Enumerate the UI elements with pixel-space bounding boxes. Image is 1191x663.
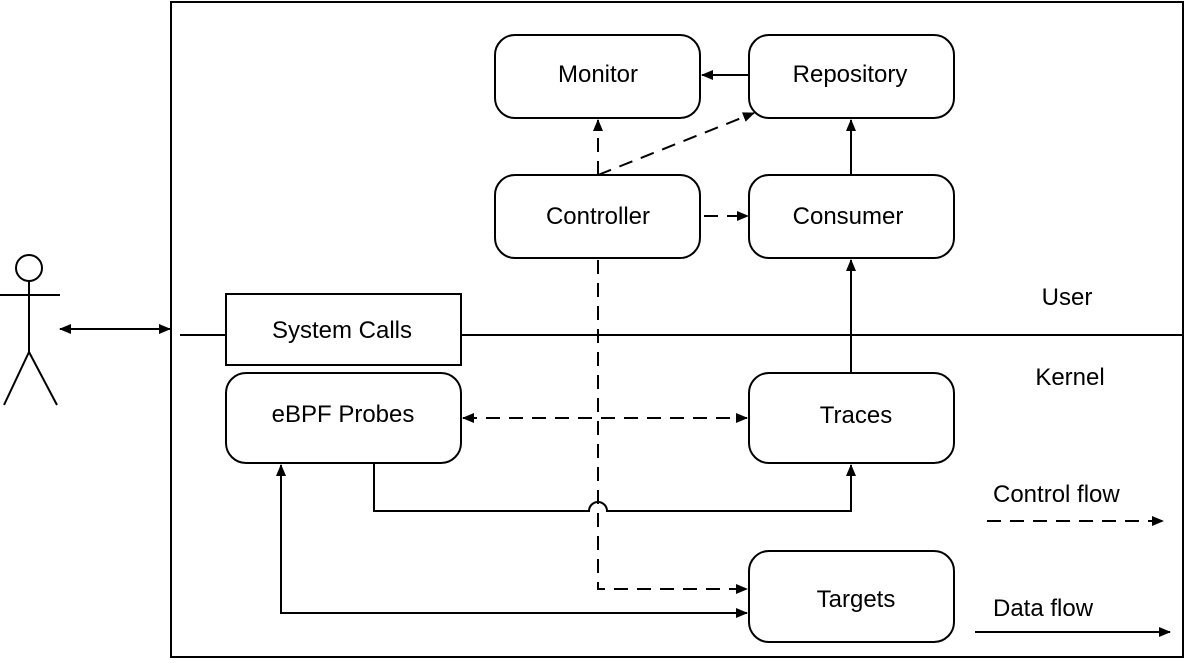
system-calls-label: System Calls: [272, 317, 412, 344]
controller-label: Controller: [546, 203, 650, 230]
targets-node: Targets: [748, 550, 955, 643]
repository-label: Repository: [793, 61, 908, 88]
traces-node: Traces: [748, 372, 955, 464]
ebpf-to-traces-data-arrow: [373, 463, 856, 512]
monitor-node: Monitor: [494, 34, 701, 119]
ebpf-probes-node: eBPF Probes: [225, 372, 462, 464]
ebpf-targets-data-arrow: [276, 464, 748, 618]
controller-to-targets-arrow: [597, 260, 748, 594]
targets-label: Targets: [817, 586, 896, 613]
monitor-label: Monitor: [558, 61, 638, 88]
ebpf-probes-label: eBPF Probes: [272, 401, 415, 428]
controller-to-repository-arrow: [597, 112, 755, 176]
controller-node: Controller: [494, 174, 701, 259]
repository-node: Repository: [748, 34, 955, 119]
kernel-region-label: Kernel: [1035, 364, 1104, 391]
system-calls-node: System Calls: [225, 293, 462, 366]
consumer-label: Consumer: [793, 203, 904, 230]
legend-control-flow-label: Control flow: [993, 481, 1120, 508]
legend: Control flow Data flow: [975, 481, 1171, 637]
consumer-node: Consumer: [748, 174, 955, 259]
traces-label: Traces: [820, 402, 892, 429]
legend-data-flow-label: Data flow: [993, 595, 1094, 622]
system-boundary: [170, 1, 1184, 658]
user-region-label: User: [1042, 284, 1093, 311]
stick-figure-user-icon: [0, 254, 60, 406]
